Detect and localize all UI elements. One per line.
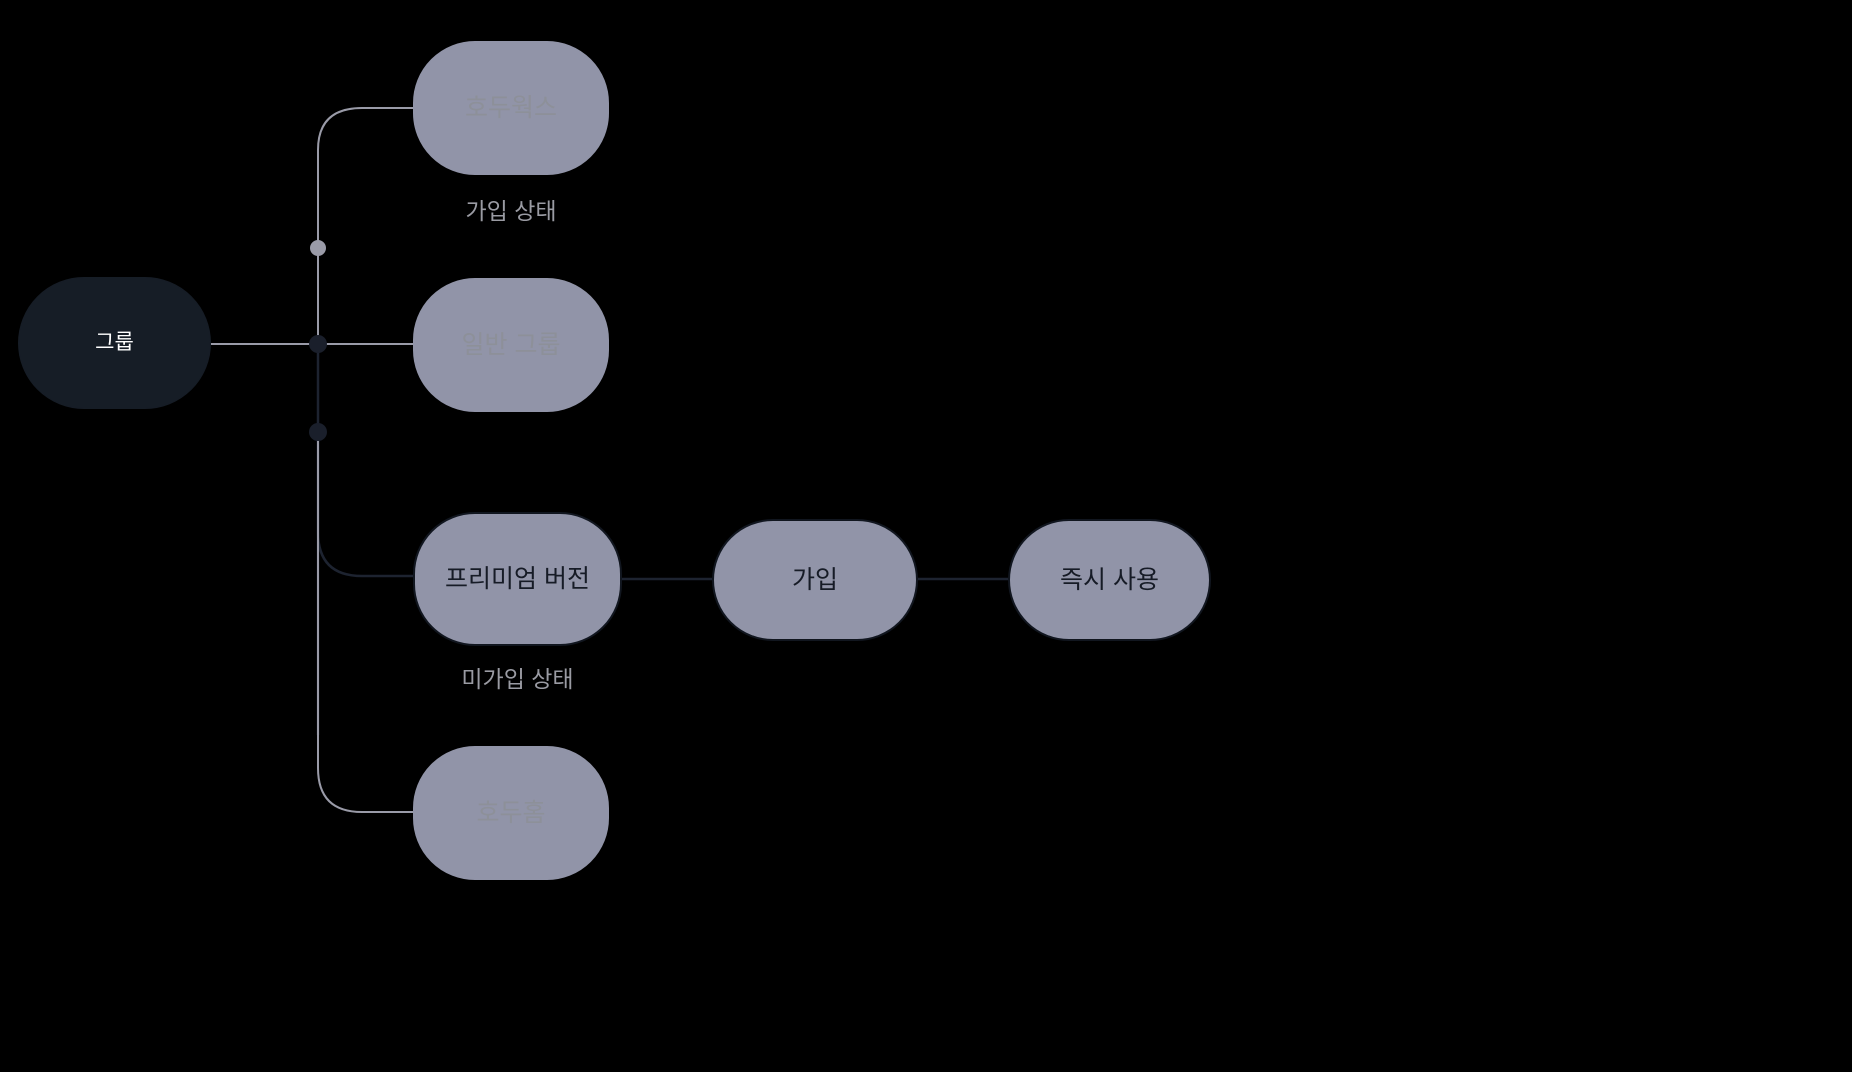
node-general-group-label: 일반 그룹: [461, 331, 561, 359]
caption-unsubscribed-state-text: 미가입 상태: [461, 666, 574, 692]
node-root-group[interactable]: 그룹: [18, 277, 211, 409]
node-join-label: 가입: [791, 566, 838, 594]
edge-to-hoduworks: [317, 107, 413, 248]
node-premium-version[interactable]: 프리미엄 버전: [413, 512, 622, 646]
node-hoduworks[interactable]: 호두웍스: [413, 41, 609, 175]
edge-to-premium: [316, 432, 413, 578]
node-root-group-label: 그룹: [95, 331, 134, 355]
junction-middle-dot[interactable]: [309, 335, 327, 353]
node-general-group[interactable]: 일반 그룹: [413, 278, 609, 412]
node-join[interactable]: 가입: [712, 519, 918, 641]
node-huduhome-label: 호두홈: [476, 799, 546, 827]
junction-bottom-dot[interactable]: [309, 423, 327, 441]
node-instant-use-label: 즉시 사용: [1060, 566, 1159, 594]
junction-top-dot[interactable]: [310, 240, 326, 256]
node-huduhome[interactable]: 호두홈: [413, 746, 609, 880]
node-instant-use[interactable]: 즉시 사용: [1008, 519, 1211, 641]
caption-subscribed-state: 가입 상태: [413, 192, 609, 226]
edge-to-huduhome: [317, 432, 413, 813]
caption-unsubscribed-state: 미가입 상태: [413, 660, 622, 694]
node-hoduworks-label: 호두웍스: [464, 94, 557, 122]
caption-subscribed-state-text: 가입 상태: [465, 198, 557, 224]
node-premium-version-label: 프리미엄 버전: [445, 565, 590, 593]
